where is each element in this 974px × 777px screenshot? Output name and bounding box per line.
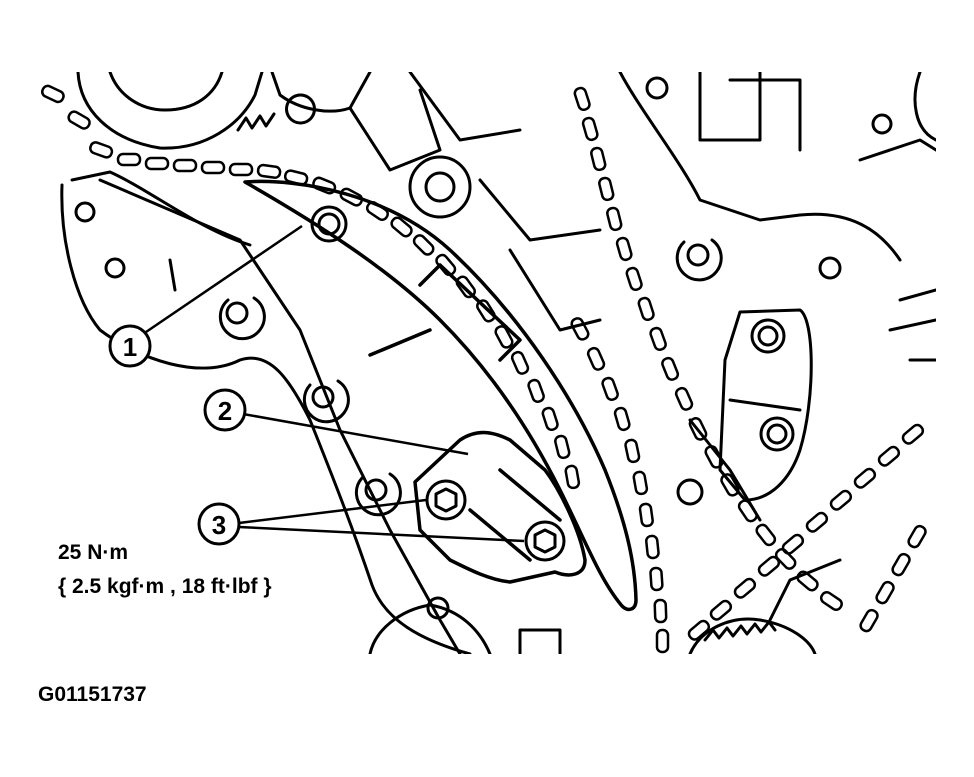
guide-bracket (413, 430, 587, 584)
leader-lines (145, 224, 525, 543)
bolt-3-lower (524, 520, 566, 562)
callout-3-number: 3 (212, 510, 226, 540)
callout-1: 1 (108, 324, 152, 368)
right-block-detail (618, 72, 936, 362)
bolt-1 (310, 205, 348, 243)
callout-1-number: 1 (123, 332, 137, 362)
camshaft-sprocket (76, 72, 276, 150)
torque-spec-metric: 25 N·m (58, 541, 129, 564)
upper-housing (270, 72, 602, 332)
lower-flange (368, 596, 562, 654)
callout-2-number: 2 (218, 396, 232, 426)
figure-id: G01151737 (38, 683, 147, 706)
timing-chain-guide (243, 179, 638, 612)
torque-spec-conversions: { 2.5 kgf·m , 18 ft·lbf } (58, 575, 272, 598)
bolt-3-upper (425, 479, 467, 521)
callout-3: 3 (197, 502, 241, 546)
tensioner-block (676, 308, 813, 522)
crankshaft-sprocket (688, 558, 842, 654)
callout-2: 2 (203, 388, 247, 432)
